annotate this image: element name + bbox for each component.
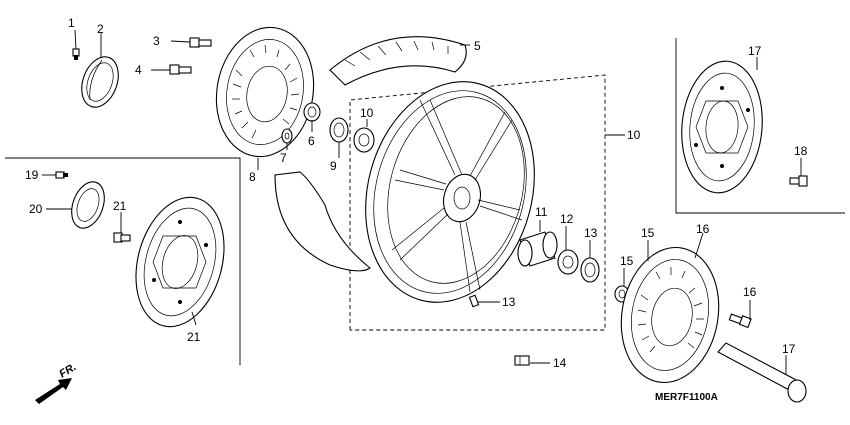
- callout-8: 10: [627, 128, 641, 142]
- callout-13-right: 16: [743, 285, 757, 299]
- part-1-cover: [81, 56, 119, 108]
- callout-2: 14: [553, 356, 567, 370]
- inset-box-right: [675, 38, 845, 214]
- part-21-bolt-left: [113, 232, 131, 243]
- part-9-tire: [329, 36, 467, 86]
- part-16-bearing-upper: [353, 127, 375, 153]
- callout-21-left: 21: [113, 199, 127, 213]
- part-2-balance-weight: [514, 355, 530, 366]
- callout-6: 15: [620, 254, 634, 268]
- callout-9: 5: [474, 39, 481, 53]
- part-8-wheel-rim: [365, 81, 535, 303]
- callout-4: 17: [782, 342, 796, 356]
- part-21-bolt-right: [789, 175, 808, 187]
- callout-17-upper: 9: [330, 159, 337, 173]
- part-15-bolt-top: [72, 48, 80, 60]
- part-20-brake-disc: [681, 60, 763, 194]
- part-3-valve: [468, 294, 480, 308]
- front-direction-arrow: FR.: [35, 361, 79, 404]
- leader-lines: [42, 29, 802, 375]
- part-15-bolt-left: [55, 171, 68, 179]
- part-13-bolt-left: [169, 64, 192, 75]
- front-direction-label: FR.: [57, 361, 78, 381]
- callout-14: 3: [153, 34, 160, 48]
- tire-lower-half: [274, 171, 371, 272]
- callout-19: 21: [187, 330, 201, 344]
- inset-box-left: [5, 157, 241, 365]
- diagram-code: MER7F1100A: [655, 392, 718, 403]
- part-17-seal-lower: [580, 257, 600, 283]
- callout-5: 6: [308, 134, 315, 148]
- callout-18: 20: [29, 202, 43, 216]
- callout-7: 11: [535, 205, 548, 219]
- assembly-bracket-8: [349, 74, 606, 331]
- part-10-washer-left: [281, 128, 293, 144]
- part-7-distance-collar: [517, 231, 558, 267]
- callout-15-left: 19: [25, 168, 39, 182]
- part-14-bolt: [189, 37, 212, 48]
- part-18-cover: [71, 181, 105, 229]
- callout-16-upper: 10: [360, 106, 374, 120]
- part-12-brake-disc: [620, 246, 720, 384]
- callout-17-lower: 13: [584, 226, 598, 240]
- part-4-axle: [717, 342, 807, 403]
- callout-11: 8: [249, 170, 256, 184]
- callout-1: 2: [97, 22, 104, 36]
- callout-15-top: 1: [68, 16, 75, 30]
- callout-labels: 1 2 3 4 5 6 7 8 9 10 10 11 12 13 13 14 1…: [25, 16, 808, 370]
- part-5-collar: [303, 102, 321, 122]
- part-11-brake-disc: [215, 26, 315, 158]
- callout-10-right: 15: [641, 226, 655, 240]
- part-13-bolt-right: [728, 313, 752, 329]
- callout-20: 17: [748, 44, 762, 58]
- part-19-brake-disc: [135, 196, 225, 328]
- callout-12: 16: [696, 222, 710, 236]
- callout-13-left: 4: [135, 63, 142, 77]
- callout-16-lower: 12: [560, 212, 574, 226]
- callout-21-right: 18: [794, 144, 808, 158]
- part-16-bearing-lower: [557, 249, 579, 275]
- callout-10-left: 7: [280, 151, 287, 165]
- part-17-seal-upper: [329, 117, 349, 143]
- callout-3: 13: [502, 295, 516, 309]
